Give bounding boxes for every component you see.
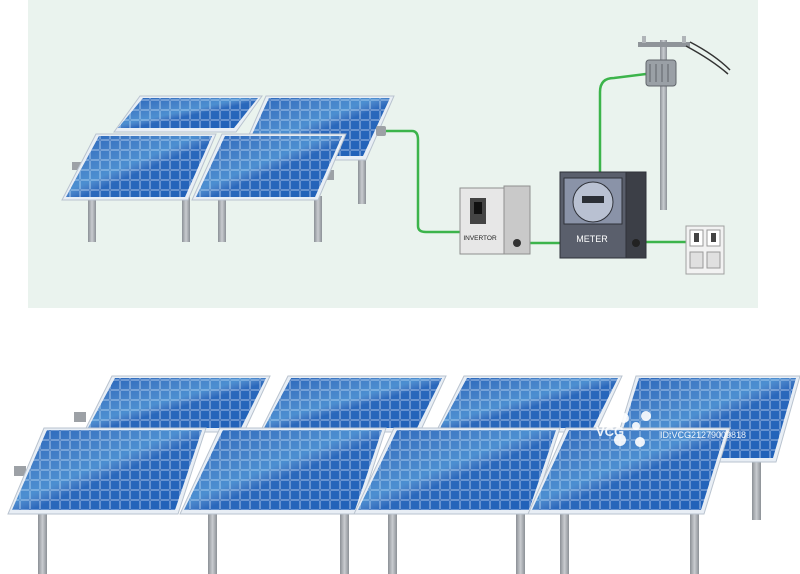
support-post bbox=[690, 470, 699, 574]
outlet-icon bbox=[685, 225, 725, 275]
vcg-logo-icon bbox=[608, 411, 651, 447]
meter-dial-icon bbox=[572, 181, 614, 223]
bottom-solar-array bbox=[7, 375, 800, 574]
solar-panel-icon bbox=[61, 133, 217, 201]
support-post bbox=[388, 512, 397, 574]
solar-panel-icon bbox=[353, 427, 561, 515]
solar-panel-icon bbox=[527, 427, 731, 515]
watermark-id: ID:VCG21279009818 bbox=[660, 430, 746, 440]
solar-panel-icon bbox=[191, 133, 347, 201]
inverter-label: INVERTOR bbox=[463, 235, 497, 242]
support-post bbox=[14, 466, 26, 476]
solar-panel-icon bbox=[259, 375, 447, 433]
solar-panel-icon bbox=[435, 375, 623, 433]
utility-pole-icon bbox=[638, 36, 731, 210]
support-post bbox=[208, 512, 217, 574]
support-post bbox=[340, 512, 349, 574]
support-post bbox=[516, 512, 525, 574]
support-post bbox=[358, 140, 366, 204]
solar-panel-icon bbox=[83, 375, 271, 433]
support-post bbox=[38, 512, 47, 574]
solar-panel-icon bbox=[7, 427, 207, 515]
cable-connector bbox=[376, 126, 386, 136]
meter-box: METER bbox=[559, 171, 647, 259]
support-post bbox=[88, 196, 96, 242]
support-post bbox=[218, 196, 226, 242]
watermark: VCG ID:VCG21279009818 bbox=[596, 411, 746, 447]
watermark-logo-text: VCG bbox=[596, 424, 624, 439]
support-post bbox=[752, 440, 761, 520]
support-post bbox=[560, 512, 569, 574]
support-post bbox=[182, 196, 190, 242]
support-post bbox=[314, 196, 322, 242]
switch-icon bbox=[470, 198, 486, 224]
inverter-box: INVERTOR bbox=[459, 185, 531, 255]
support-post bbox=[327, 170, 334, 180]
solar-panel-icon bbox=[113, 95, 263, 133]
solar-panel-icon bbox=[179, 427, 387, 515]
support-post bbox=[74, 412, 86, 422]
meter-label: METER bbox=[576, 234, 608, 244]
support-post bbox=[72, 162, 82, 170]
cable-panel-to-inverter bbox=[386, 129, 462, 234]
top-solar-array bbox=[61, 95, 395, 242]
cable-meter-to-pole bbox=[598, 72, 647, 174]
